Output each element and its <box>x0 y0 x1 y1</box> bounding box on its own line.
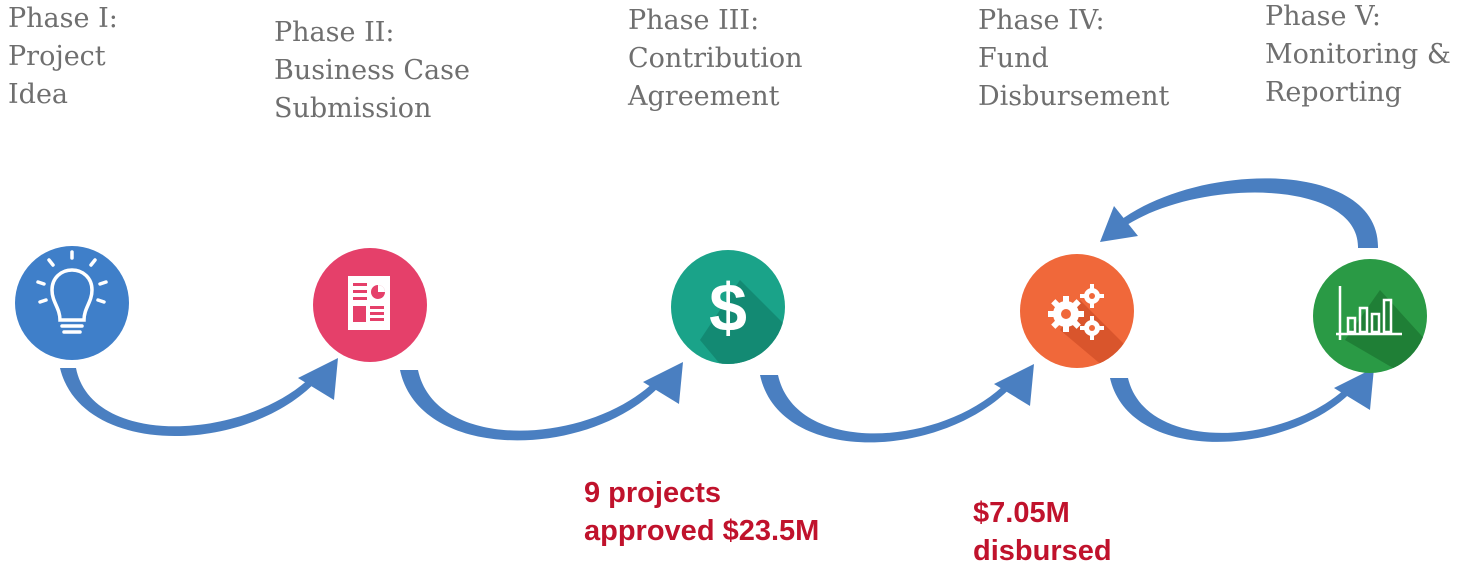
phase-3-line-3: Agreement <box>628 81 780 112</box>
phase-1-title: Phase I: <box>8 3 118 34</box>
phase-2-line-3: Submission <box>274 93 432 124</box>
phase-2-label: Phase II: Business Case Submission <box>274 14 470 128</box>
lightbulb-icon <box>36 250 108 334</box>
phase-5-line-2: Monitoring & <box>1265 39 1451 70</box>
phase-1-line-2: Project <box>8 41 106 72</box>
phase-3-line-2: Contribution <box>628 43 803 74</box>
phase-3-icon-badge: $ <box>671 250 785 364</box>
connector-arrows <box>60 178 1379 443</box>
funds-disbursed-line-2: disbursed <box>973 535 1112 567</box>
phase-4-icon-badge <box>1020 254 1134 368</box>
arrow-phase-3-to-4 <box>760 364 1034 443</box>
arrow-phase-4-to-5 <box>1110 368 1374 442</box>
phase-2-icon-badge <box>313 248 427 362</box>
arrow-phase-1-to-2 <box>60 358 338 437</box>
bar-chart-icon <box>1336 286 1402 340</box>
phase-3-title: Phase III: <box>628 5 760 36</box>
phase-1-icon-badge <box>15 246 129 360</box>
phase-2-line-2: Business Case <box>274 55 470 86</box>
phase-4-title: Phase IV: <box>978 5 1105 36</box>
phase-1-label: Phase I: Project Idea <box>8 0 118 114</box>
phase-2-title: Phase II: <box>274 17 395 48</box>
document-chart-icon <box>348 276 390 330</box>
arrow-phase-2-to-3 <box>400 362 683 441</box>
arrow-feedback-5-to-4 <box>1100 178 1379 248</box>
phase-3-label: Phase III: Contribution Agreement <box>628 2 803 116</box>
phase-5-label: Phase V: Monitoring & Reporting <box>1265 0 1451 112</box>
projects-approved-annotation: 9 projects approved $23.5M <box>584 474 819 550</box>
phase-4-line-2: Fund <box>978 43 1049 74</box>
projects-approved-line-2: approved $23.5M <box>584 515 820 547</box>
projects-approved-line-1: 9 projects <box>584 477 721 509</box>
phase-5-line-3: Reporting <box>1265 77 1402 108</box>
phase-5-title: Phase V: <box>1265 1 1381 32</box>
phase-4-line-3: Disbursement <box>978 81 1170 112</box>
dollar-icon: $ <box>709 270 747 346</box>
phase-1-line-3: Idea <box>8 79 69 110</box>
funds-disbursed-line-1: $7.05M <box>973 497 1070 529</box>
gears-icon <box>1048 284 1104 340</box>
phase-4-label: Phase IV: Fund Disbursement <box>978 2 1169 116</box>
funds-disbursed-annotation: $7.05M disbursed <box>973 494 1112 570</box>
phase-5-icon-badge <box>1313 259 1427 373</box>
